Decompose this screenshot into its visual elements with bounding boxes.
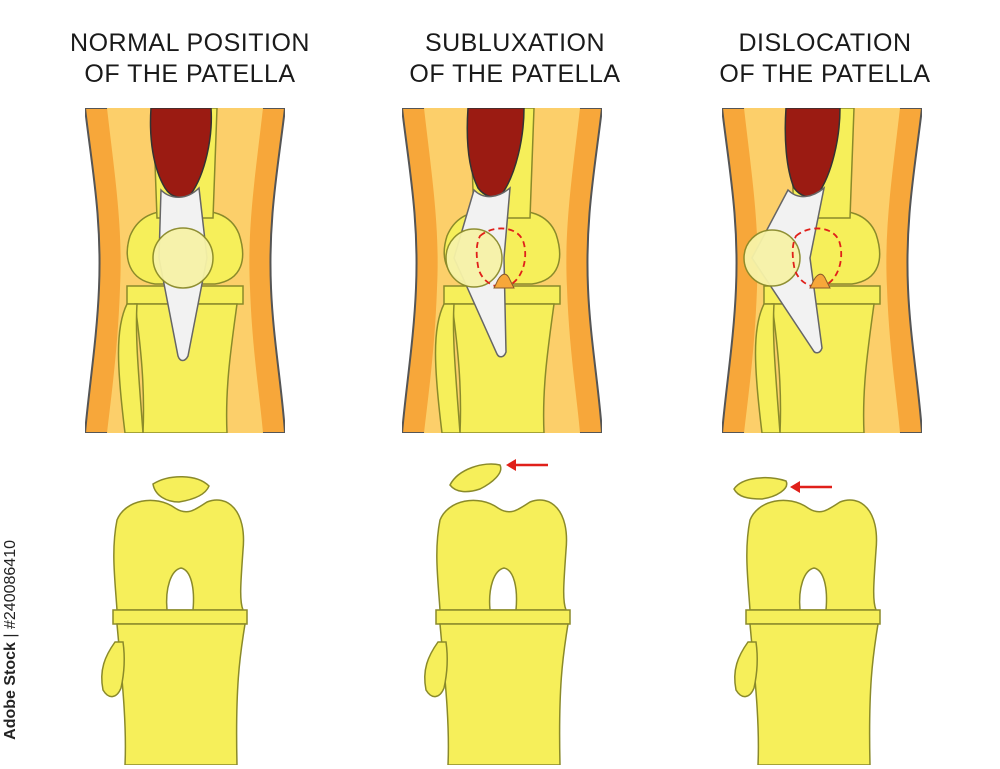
intercondylar-notch [165,567,195,611]
title-line-1: SUBLUXATION [424,29,606,57]
patella [733,476,788,500]
tibia [134,303,238,433]
intercondylar-notch [798,567,828,611]
patella [449,463,502,493]
axial-knee-illustration-subluxation [424,459,571,765]
patella [743,229,801,287]
title-line-2: OF THE PATELLA [719,60,931,88]
tibia [116,623,246,765]
credit-separator: | [2,633,19,638]
front-knee-illustration-normal [85,108,285,433]
title-line-2: OF THE PATELLA [84,60,296,88]
red-arrow-icon [790,481,832,493]
femur-condyles [113,499,245,611]
intercondylar-notch [488,567,518,611]
axial-knee-illustration-normal [101,476,248,765]
patella [445,228,503,288]
fibula [117,303,144,433]
tibia [439,623,569,765]
title-line-1: NORMAL POSITION [70,29,310,57]
tibia [749,623,879,765]
fibula [424,641,449,698]
title-line-2: OF THE PATELLA [409,60,621,88]
femur-condyles [746,499,878,611]
patella [152,476,210,503]
fibula [754,303,781,433]
credit-id: #240086410 [2,540,19,629]
tibial-plateau [745,609,881,625]
credit-brand: Adobe Stock [2,642,19,740]
stock-credit: Adobe Stock | #240086410 [2,540,20,740]
fibula [434,303,461,433]
tibia [771,303,875,433]
panel-title-dislocation: DISLOCATION OF THE PATELLA [675,28,975,90]
fibula [101,641,126,698]
front-knee-illustration-subluxation [402,108,602,433]
trochlear-notch [493,273,515,289]
tibial-plateau [435,609,571,625]
femur-condyles [436,499,568,611]
panel-title-subluxation: SUBLUXATION OF THE PATELLA [365,28,665,90]
trochlear-notch [809,273,831,289]
tibia [451,303,555,433]
panel-title-normal: NORMAL POSITION OF THE PATELLA [40,28,340,90]
fibula [734,641,759,698]
red-arrow-icon [506,459,548,471]
axial-knee-illustration-dislocation [733,476,881,765]
title-line-1: DISLOCATION [738,29,912,57]
front-knee-illustration-dislocation [722,108,922,433]
tibial-plateau [112,609,248,625]
patella [152,227,214,289]
